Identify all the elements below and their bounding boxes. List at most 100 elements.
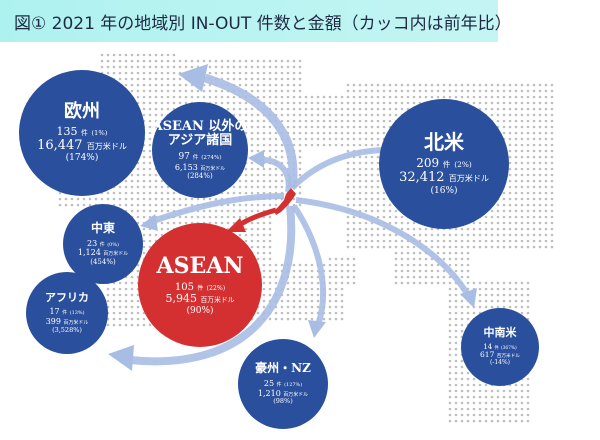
map-dot: [274, 101, 278, 105]
map-dot: [526, 203, 530, 207]
map-dot: [550, 227, 554, 231]
map-dot: [136, 203, 140, 207]
map-dot: [436, 89, 440, 93]
map-dot: [136, 305, 140, 309]
map-dot: [166, 89, 170, 93]
map-dot: [130, 173, 134, 177]
map-dot: [394, 221, 398, 225]
map-dot: [82, 197, 86, 201]
map-dot: [466, 263, 470, 267]
map-dot: [250, 203, 254, 207]
map-dot: [142, 59, 146, 63]
map-dot: [142, 113, 146, 117]
map-dot: [490, 89, 494, 93]
map-dot: [238, 215, 242, 219]
amount-unit: 百万米ドル: [86, 141, 127, 151]
map-dot: [478, 305, 482, 309]
map-dot: [154, 83, 158, 87]
map-dot: [472, 419, 476, 423]
map-dot: [412, 269, 416, 273]
map-dot: [136, 65, 140, 69]
map-dot: [172, 77, 176, 81]
map-dot: [406, 101, 410, 105]
map-dot: [550, 131, 554, 135]
map-dot: [238, 59, 242, 63]
map-dot: [112, 71, 116, 75]
map-dot: [388, 83, 392, 87]
map-dot: [508, 389, 512, 393]
map-dot: [304, 317, 308, 321]
map-dot: [400, 275, 404, 279]
map-dot: [400, 107, 404, 111]
map-dot: [238, 101, 242, 105]
map-dot: [346, 257, 350, 261]
map-dot: [292, 89, 296, 93]
arrow-head-samerica: [460, 288, 477, 308]
japan-map-icon: [274, 188, 296, 215]
map-dot: [448, 281, 452, 285]
map-dot: [544, 245, 548, 249]
map-dot: [442, 233, 446, 237]
map-dot: [388, 107, 392, 111]
map-dot: [298, 119, 302, 123]
map-dot: [454, 341, 458, 345]
map-dot: [376, 131, 380, 135]
map-dot: [418, 233, 422, 237]
map-dot: [460, 239, 464, 243]
map-dot: [232, 191, 236, 195]
map-dot: [166, 65, 170, 69]
map-dot: [526, 287, 530, 291]
map-dot: [472, 233, 476, 237]
map-dot: [514, 419, 518, 423]
map-dot: [526, 191, 530, 195]
map-dot: [520, 239, 524, 243]
map-dot: [454, 335, 458, 339]
map-dot: [286, 125, 290, 129]
map-dot: [520, 155, 524, 159]
map-dot: [526, 377, 530, 381]
map-dot: [544, 197, 548, 201]
map-dot: [508, 281, 512, 285]
map-dot: [538, 191, 542, 195]
map-dot: [256, 233, 260, 237]
map-dot: [412, 263, 416, 267]
map-dot: [148, 179, 152, 183]
map-dot: [340, 107, 344, 111]
map-dot: [262, 299, 266, 303]
map-dot: [466, 311, 470, 315]
map-dot: [352, 263, 356, 267]
map-dot: [502, 305, 506, 309]
map-dot: [526, 281, 530, 285]
map-dot: [250, 65, 254, 69]
map-dot: [118, 305, 122, 309]
map-dot: [316, 131, 320, 135]
map-dot: [448, 257, 452, 261]
map-dot: [280, 149, 284, 153]
map-dot: [364, 221, 368, 225]
map-dot: [376, 83, 380, 87]
map-dot: [250, 227, 254, 231]
map-dot: [286, 95, 290, 99]
map-dot: [478, 101, 482, 105]
map-dot: [256, 143, 260, 147]
map-dot: [514, 83, 518, 87]
map-dot: [484, 215, 488, 219]
map-dot: [346, 119, 350, 123]
map-dot: [430, 269, 434, 273]
map-dot: [136, 89, 140, 93]
map-dot: [394, 209, 398, 213]
map-dot: [550, 245, 554, 249]
map-dot: [256, 77, 260, 81]
map-dot: [496, 305, 500, 309]
map-dot: [520, 305, 524, 309]
map-dot: [466, 389, 470, 393]
map-dot: [514, 287, 518, 291]
map-dot: [154, 185, 158, 189]
map-dot: [280, 311, 284, 315]
map-dot: [328, 269, 332, 273]
map-dot: [520, 287, 524, 291]
map-dot: [454, 323, 458, 327]
map-dot: [148, 131, 152, 135]
map-dot: [358, 167, 362, 171]
map-dot: [310, 107, 314, 111]
